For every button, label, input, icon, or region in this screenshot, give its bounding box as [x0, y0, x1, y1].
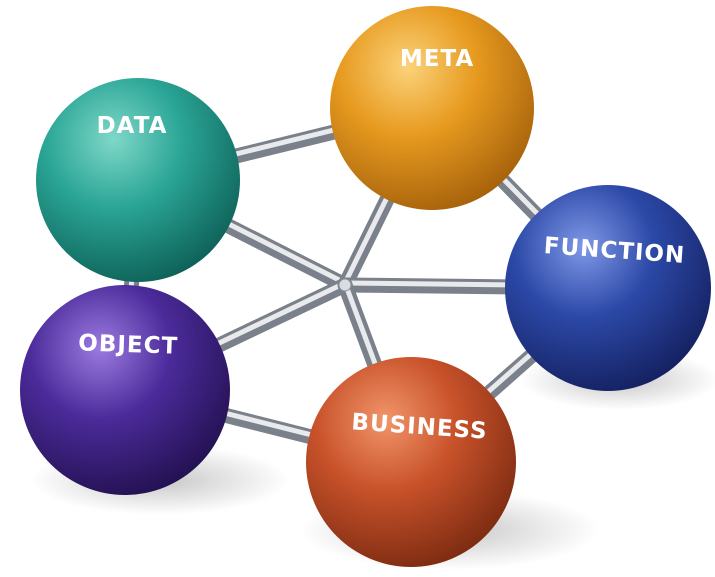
object-label: OBJECT — [78, 330, 179, 359]
hub-joint — [338, 278, 352, 292]
meta-label: META — [400, 46, 474, 72]
object-sphere — [20, 285, 230, 495]
node-data: DATA — [36, 78, 240, 282]
meta-sphere — [330, 6, 534, 210]
node-meta: META — [330, 6, 534, 210]
business-sphere — [306, 357, 516, 567]
data-sphere — [36, 78, 240, 282]
node-function: FUNCTION — [505, 185, 711, 391]
data-label: DATA — [97, 113, 168, 139]
node-business: BUSINESS — [306, 357, 516, 567]
node-object: OBJECT — [20, 285, 230, 495]
function-sphere — [505, 185, 711, 391]
